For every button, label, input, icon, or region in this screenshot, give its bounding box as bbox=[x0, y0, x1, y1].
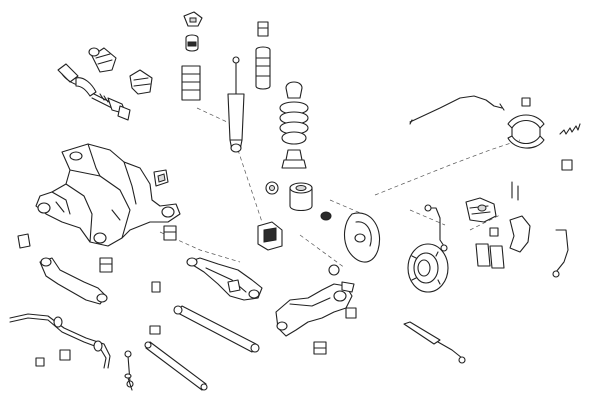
lower-link-long bbox=[173, 305, 260, 353]
cv-boot-large bbox=[88, 47, 117, 73]
bump-stop-cap bbox=[257, 21, 269, 37]
drive-shaft bbox=[57, 63, 131, 121]
subframe-bushing-4 bbox=[99, 257, 113, 273]
wheel-carrier bbox=[275, 281, 355, 337]
knuckle-bushings bbox=[313, 307, 357, 355]
subframe-bushing-1 bbox=[153, 169, 169, 187]
bushing-dark bbox=[320, 211, 332, 221]
return-spring bbox=[559, 123, 581, 135]
stabilizer-link bbox=[124, 350, 134, 388]
rear-subframe bbox=[35, 143, 181, 247]
cv-boot-small bbox=[129, 69, 153, 95]
coil-spring bbox=[279, 81, 309, 169]
small-bushing-group bbox=[35, 281, 161, 367]
shock-top-mount bbox=[181, 11, 203, 101]
upper-control-arm bbox=[186, 257, 263, 301]
trailing-link-left bbox=[39, 257, 108, 305]
abs-sensor bbox=[403, 321, 466, 364]
handbrake-shoes bbox=[507, 114, 545, 149]
shock-absorber bbox=[227, 56, 245, 153]
bolt-cap bbox=[521, 97, 531, 107]
subframe-bushing-3 bbox=[17, 233, 31, 249]
caliper-pins bbox=[489, 181, 519, 237]
toe-link bbox=[144, 341, 208, 391]
stabilizer-bar bbox=[9, 313, 111, 369]
wheel-bolt bbox=[124, 373, 133, 391]
bushing-small-round bbox=[265, 181, 279, 195]
leader-lines bbox=[119, 107, 521, 286]
brake-hose bbox=[424, 204, 448, 252]
brake-caliper bbox=[465, 197, 497, 223]
axle-mount bbox=[257, 221, 283, 251]
bolt-ball bbox=[328, 264, 340, 276]
brake-disc bbox=[407, 243, 449, 293]
bump-stop bbox=[255, 46, 271, 90]
caliper-bracket bbox=[509, 215, 531, 253]
brake-pads bbox=[475, 243, 505, 269]
handbrake-cable bbox=[409, 95, 505, 125]
brake-dust-shield bbox=[343, 212, 380, 263]
bushing-cylinder bbox=[289, 182, 313, 212]
pad-wear-sensor bbox=[552, 229, 569, 278]
subframe-bushing-2 bbox=[163, 225, 177, 241]
adjuster-clip bbox=[561, 159, 573, 171]
